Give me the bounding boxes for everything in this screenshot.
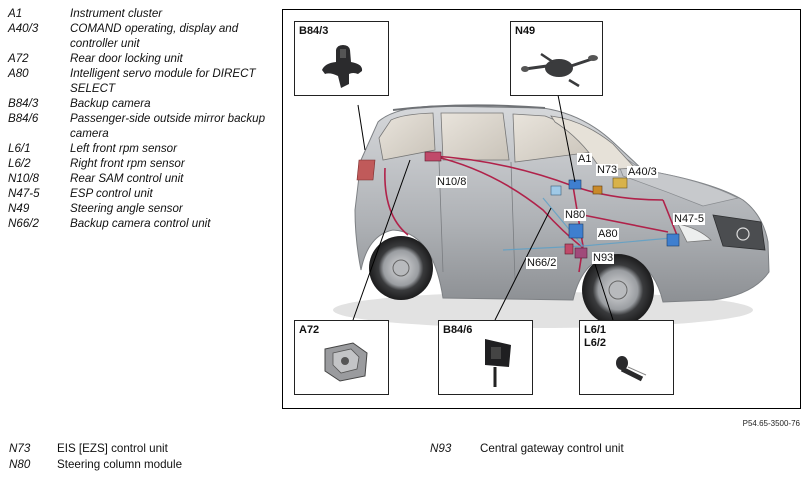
backup-camera-icon [322, 45, 363, 88]
door-lock-unit-icon [324, 342, 368, 382]
steering-angle-sensor-icon [521, 52, 598, 88]
legend-item: N10/8 Rear SAM control unit [8, 171, 278, 186]
car-illustration [333, 94, 770, 328]
rear-hub [392, 259, 410, 277]
legend-code: L6/2 [8, 157, 31, 170]
mirror-camera-icon [485, 339, 511, 387]
legend-item: L6/2 Right front rpm sensor [8, 156, 278, 171]
legend-code: A1 [8, 7, 23, 20]
legend-code: N66/2 [8, 217, 39, 230]
legend-code: A72 [8, 52, 29, 65]
legend-desc: COMAND operating, display and controller… [70, 22, 239, 50]
label-n73: N73 [596, 164, 619, 176]
component-n80 [550, 185, 562, 196]
legend-code: N80 [9, 458, 31, 471]
headlight [677, 223, 712, 243]
label-n47-5: N47-5 [673, 213, 705, 225]
legend-item: N49 Steering angle sensor [8, 201, 278, 216]
component-n73 [592, 185, 603, 195]
grille [712, 214, 766, 251]
legend-desc: Rear door locking unit [70, 52, 183, 65]
legend-desc: ESP control unit [70, 187, 153, 200]
label-a1: A1 [577, 153, 593, 165]
legend-desc: Backup camera control unit [70, 217, 211, 230]
component-n10-8 [424, 151, 442, 162]
legend-item: A40/3 COMAND operating, display and contr… [8, 21, 278, 51]
label-n93: N93 [592, 252, 615, 264]
legend-item: L6/1 Left front rpm sensor [8, 141, 278, 156]
callout-a72: A72 [294, 320, 389, 395]
legend-desc: Instrument cluster [70, 7, 163, 20]
callout-b84-6: B84/6 [438, 320, 533, 395]
leader-lines [352, 94, 614, 321]
callout-title: A72 [299, 324, 320, 336]
front-hub [608, 280, 628, 300]
legend-desc: Steering column module [57, 458, 183, 471]
figure-reference: P54.65-3500-76 [742, 419, 800, 428]
legend-code: L6/1 [8, 142, 31, 155]
legend-item: A1 Instrument cluster [8, 6, 278, 21]
legend-code: N93 [430, 442, 452, 455]
callout-title: L6/1 L6/2 [584, 324, 607, 349]
callout-n49: N49 [510, 21, 603, 96]
legend-desc: Passenger-side outside mirror backup cam… [70, 112, 266, 140]
label-a80: A80 [597, 228, 619, 240]
callout-title: B84/6 [443, 324, 473, 336]
legend-code: B84/3 [8, 97, 39, 110]
legend-desc: Left front rpm sensor [70, 142, 177, 155]
hood [612, 148, 740, 207]
legend-list: A1 Instrument cluster A40/3 COMAND operati… [8, 6, 278, 231]
legend-desc: Right front rpm sensor [70, 157, 185, 170]
legend-code: N73 [9, 442, 31, 455]
legend-code: N47-5 [8, 187, 40, 200]
rpm-sensor-icon [616, 356, 647, 382]
callout-title: B84/3 [299, 25, 329, 37]
component-a40-3 [612, 177, 628, 189]
callout-title: N49 [515, 25, 536, 37]
legend-code: B84/6 [8, 112, 39, 125]
label-n10-8: N10/8 [436, 176, 468, 188]
label-a40-3: A40/3 [627, 166, 658, 178]
legend-code: A80 [8, 67, 29, 80]
legend-desc: Intelligent servo module for DIRECT SELE… [70, 67, 256, 95]
tail-light [356, 159, 376, 181]
legend-desc: Backup camera [70, 97, 151, 110]
roof-rail [392, 104, 546, 111]
legend-code: A40/3 [8, 22, 39, 35]
legend-desc: Steering angle sensor [70, 202, 183, 215]
component-n47-5 [666, 233, 680, 247]
component-n93 [574, 247, 588, 259]
legend-desc: Rear SAM control unit [70, 172, 184, 185]
side-window [440, 112, 510, 161]
mercedes-star-icon [736, 227, 750, 241]
component-n66-2 [564, 243, 574, 255]
label-n66-2: N66/2 [526, 257, 558, 269]
callout-l6: L6/1 L6/2 [579, 320, 674, 395]
legend-item: B84/6 Passenger-side outside mirror backu… [8, 111, 278, 141]
legend-item: N47-5 ESP control unit [8, 186, 278, 201]
legend-item: N66/2 Backup camera control unit [8, 216, 278, 231]
legend-item: A72 Rear door locking unit [8, 51, 278, 66]
legend-desc: EIS [EZS] control unit [57, 442, 168, 455]
callout-b84-3: B84/3 [294, 21, 389, 96]
legend-item: B84/3 Backup camera [8, 96, 278, 111]
legend-desc: Central gateway control unit [480, 442, 624, 455]
component-a80 [568, 223, 584, 239]
legend-code: N10/8 [8, 172, 39, 185]
legend-code: N49 [8, 202, 30, 215]
diagram-figure: B84/3 N49 A72 B84/6 [282, 9, 801, 409]
rear-window [378, 112, 436, 161]
legend-item: A80 Intelligent servo module for DIRECT S… [8, 66, 278, 96]
label-n80: N80 [564, 209, 587, 221]
